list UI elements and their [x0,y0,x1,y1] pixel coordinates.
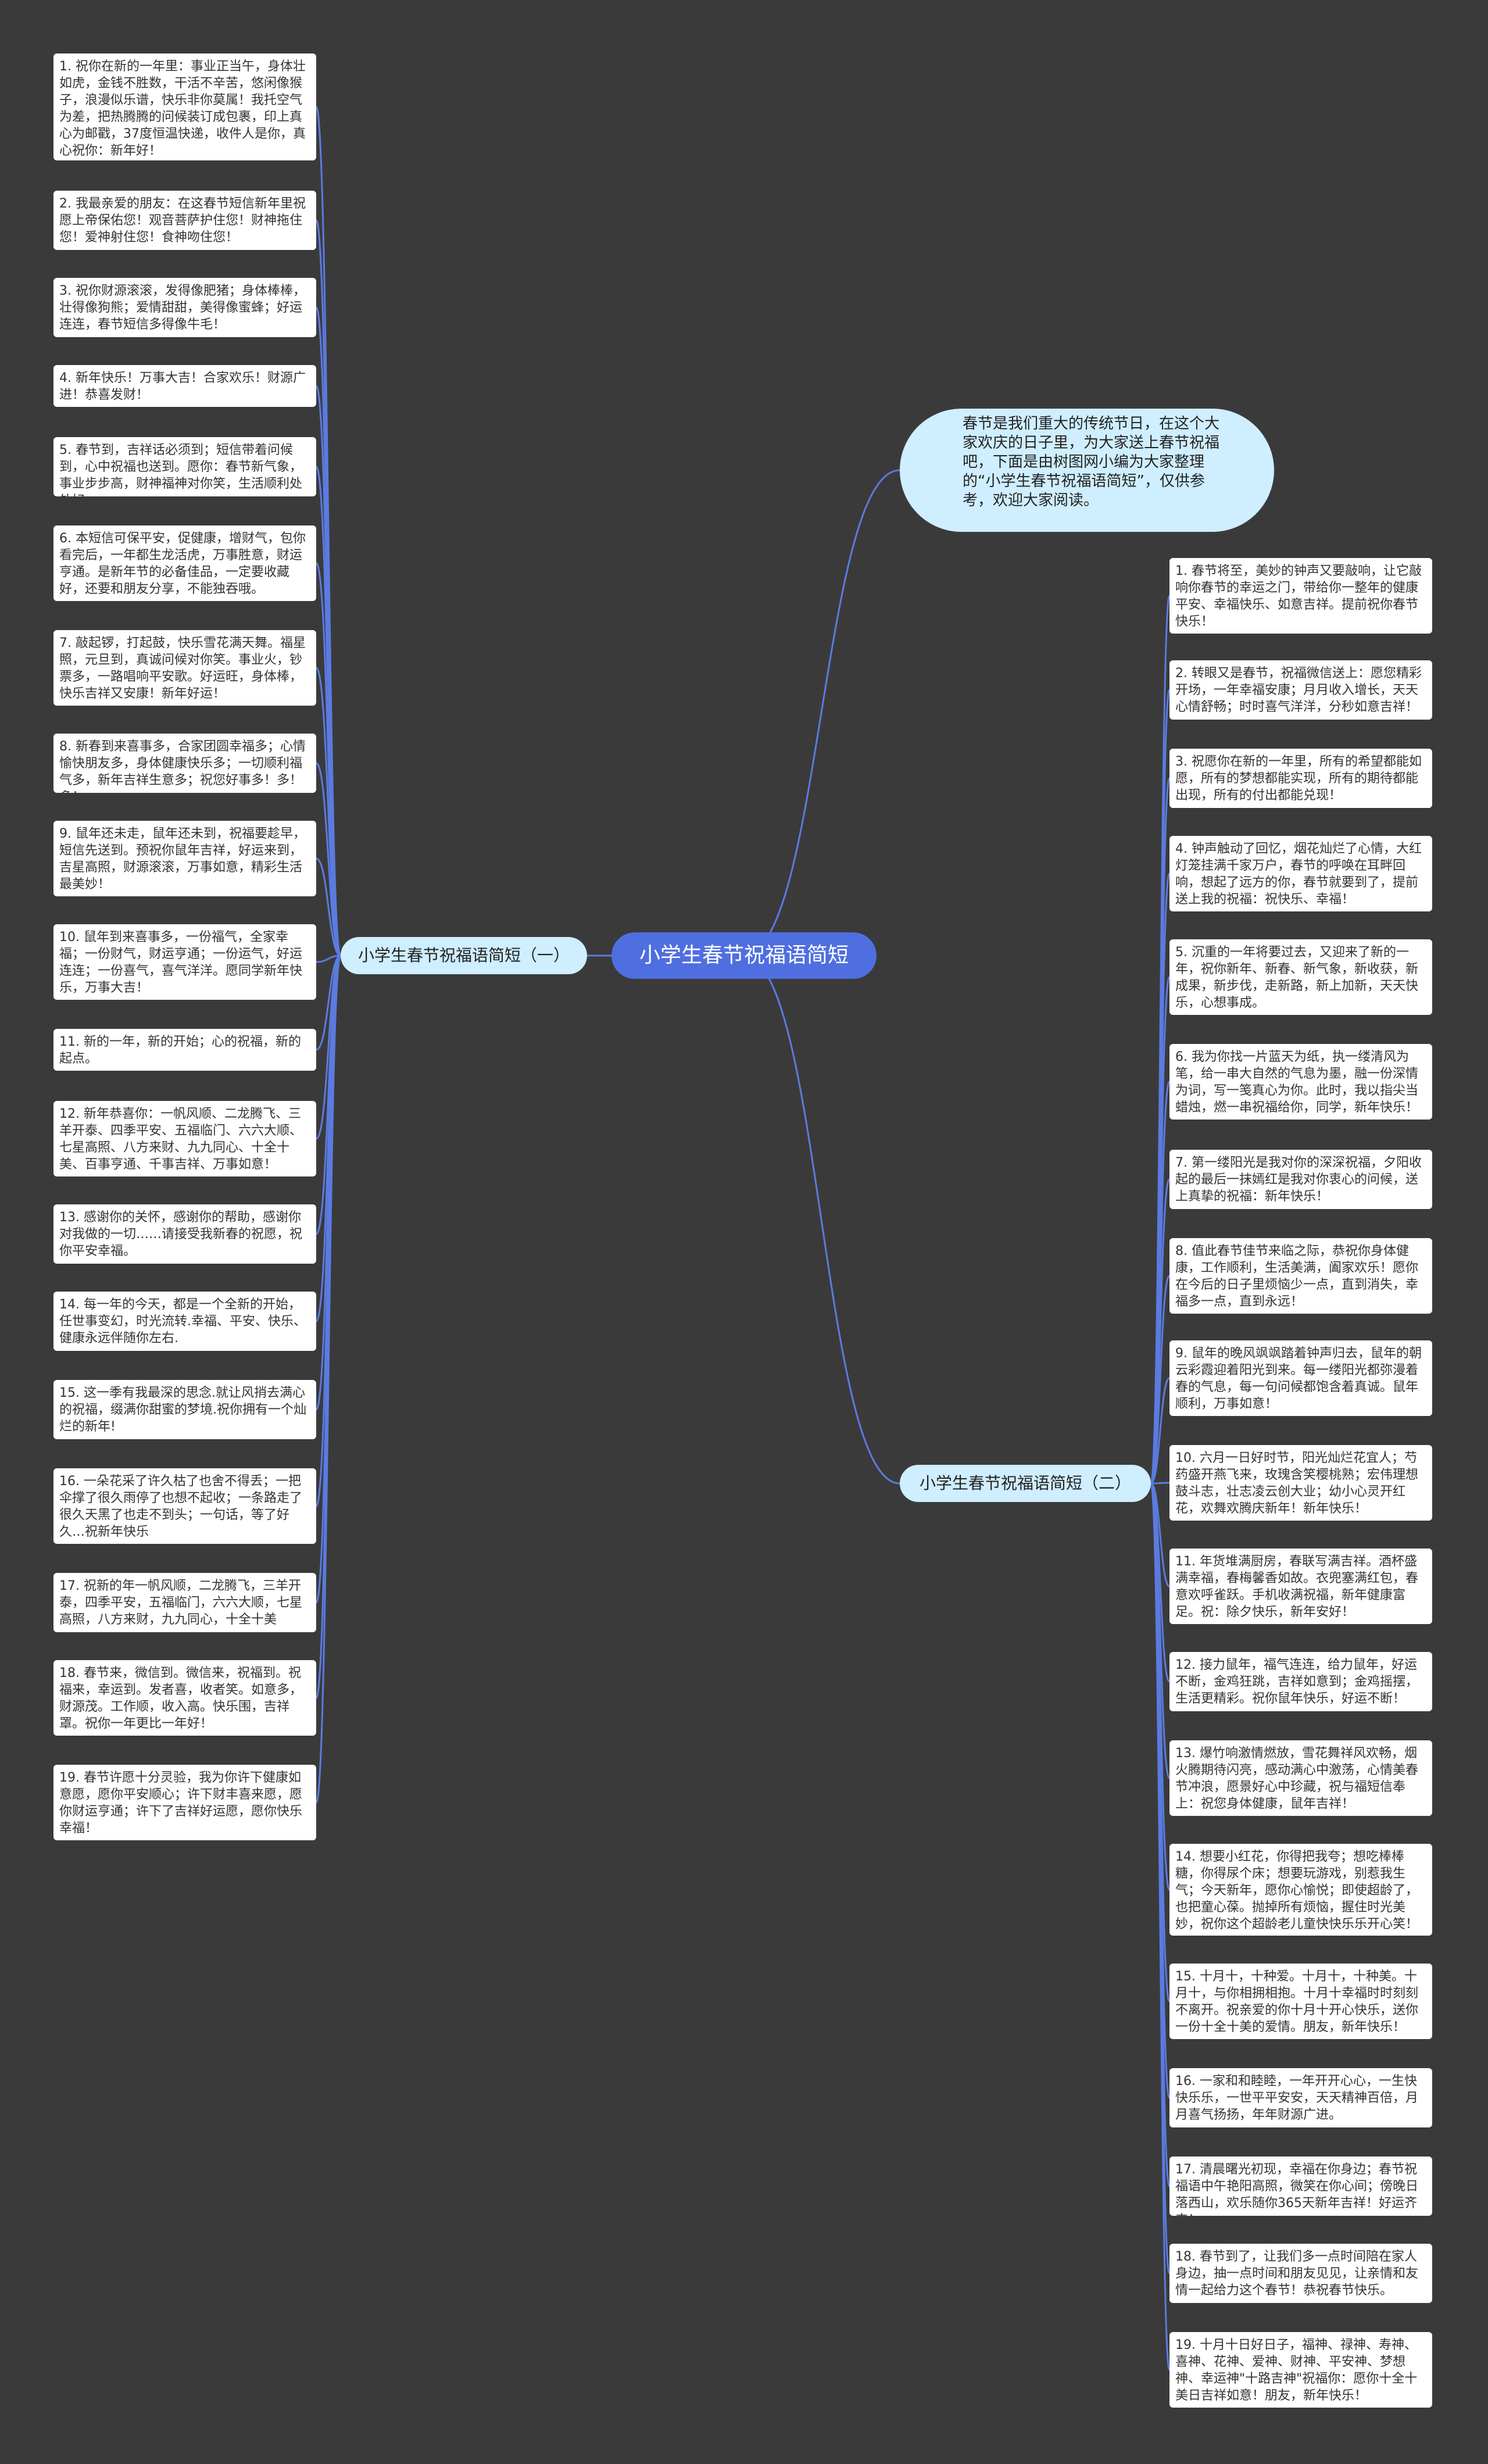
link-left-19 [315,954,342,1804]
branch-topic-two[interactable]: 小学生春节祝福语简短（二） [900,1465,1151,1502]
wish-right-19[interactable]: 19. 十月十日好日子，福神、禄神、寿神、喜神、花神、爱神、财神、平安神、梦想神… [1169,2332,1432,2408]
wish-left-14[interactable]: 14. 每一年的今天，都是一个全新的开始，任世事变幻，时光流转.幸福、平安、快乐… [53,1292,316,1351]
wish-right-9[interactable]: 9. 鼠年的晚风飒飒踏着钟声归去，鼠年的朝云彩霞迎着阳光到来。每一缕阳光都弥漫着… [1169,1340,1432,1416]
wish-right-1[interactable]: 1. 春节将至，美妙的钟声又要敲响，让它敲响你春节的幸运之门，带给你一整年的健康… [1169,558,1432,634]
wish-left-9[interactable]: 9. 鼠年还未走，鼠年还未到，祝福要趁早，短信先送到。预祝你鼠年吉祥，好运来到，… [53,821,316,896]
wish-left-5[interactable]: 5. 春节到，吉祥话必须到；短信带着问候到，心中祝福也送到。愿你：春节新气象，事… [53,437,316,496]
wish-left-18[interactable]: 18. 春节来，微信到。微信来，祝福到。祝福来，幸运到。发者喜，收者笑。如意多，… [53,1660,316,1736]
link-root-branch2 [742,954,900,1485]
wish-right-15[interactable]: 15. 十月十，十种爱。十月十，十种美。十月十，与你相拥相抱。十月十幸福时时刻刻… [1169,1964,1432,2039]
wish-right-7[interactable]: 7. 第一缕阳光是我对你的深深祝福，夕阳收起的最后一抹嫣红是我对你衷心的问候，送… [1169,1150,1432,1209]
wish-left-6[interactable]: 6. 本短信可保平安，促健康，增财气，包你看完后，一年都生龙活虎，万事胜意，财运… [53,525,316,601]
wish-left-15[interactable]: 15. 这一季有我最深的思念.就让风捎去满心的祝福，缀满你甜蜜的梦境.祝你拥有一… [53,1380,316,1439]
wish-left-13[interactable]: 13. 感谢你的关怀，感谢你的帮助，感谢你对我做的一切……请接受我新春的祝愿，祝… [53,1204,316,1264]
link-left-8 [315,762,342,957]
wish-right-3[interactable]: 3. 祝愿你在新的一年里，所有的希望都能如愿，所有的梦想都能实现，所有的期待都能… [1169,749,1432,808]
link-right-19 [1150,1482,1171,2371]
link-left-11 [316,954,341,1051]
link-left-9 [316,857,341,957]
wish-right-6[interactable]: 6. 我为你找一片蓝天为纸，执一缕清风为笔，给一串大自然的气息为墨，融一份深情为… [1169,1044,1432,1120]
wish-right-18[interactable]: 18. 春节到了，让我们多一点时间陪在家人身边，抽一点时间和朋友见见，让亲情和友… [1169,2244,1432,2303]
link-right-8 [1150,1275,1171,1485]
wish-left-10[interactable]: 10. 鼠年到来喜事多，一份福气，全家幸福；一份财气，财运亨通；一份运气，好运连… [53,924,316,1000]
link-left-7 [315,667,342,957]
wish-left-3[interactable]: 3. 祝你财源滚滚，发得像肥猪；身体棒棒，壮得像狗熊；爱情甜甜，美得像蜜蜂；好运… [53,278,316,337]
intro-topic[interactable]: 春节是我们重大的传统节日，在这个大家欢庆的日子里，为大家送上春节祝福吧，下面是由… [900,409,1274,532]
wish-right-8[interactable]: 8. 值此春节佳节来临之际，恭祝你身体健康，工作顺利，生活美满，阖家欢乐！愿你在… [1169,1238,1432,1314]
wish-right-13[interactable]: 13. 爆竹响激情燃放，雪花舞祥风欢畅，烟火腾期待闪亮，感动满心中激荡，心情美春… [1169,1740,1432,1816]
root-topic[interactable]: 小学生春节祝福语简短 [611,932,877,979]
wish-left-4[interactable]: 4. 新年快乐！万事大吉！合家欢乐！财源广进！恭喜发财！ [53,365,316,407]
wish-right-10[interactable]: 10. 六月一日好时节，阳光灿烂花宜人；芍药盛开燕飞来，玫瑰含笑樱桃熟；宏伟理想… [1169,1445,1432,1521]
branch-topic-one[interactable]: 小学生春节祝福语简短（一） [341,937,587,974]
wish-right-12[interactable]: 12. 接力鼠年，福气连连，给力鼠年，好运不断，金鸡狂跳，吉祥如意到；金鸡摇摆，… [1169,1652,1432,1711]
wish-right-11[interactable]: 11. 年货堆满厨房，春联写满吉祥。酒杯盛满幸福，春梅馨香如故。衣兜塞满红包，春… [1169,1549,1432,1624]
wish-right-4[interactable]: 4. 钟声触动了回忆，烟花灿烂了心情，大红灯笼挂满千家万户，春节的呼唤在耳畔回响… [1169,836,1432,911]
link-left-10 [316,954,341,963]
wish-left-1[interactable]: 1. 祝你在新的一年里：事业正当午，身体壮如虎，金钱不胜数，干活不辛苦，悠闲像猴… [53,53,316,160]
wish-right-2[interactable]: 2. 转眼又是春节，祝福微信送上：愿您精彩开场，一年幸福安康；月月收入增长，天天… [1169,660,1432,720]
wish-right-16[interactable]: 16. 一家和和睦睦，一年开开心心，一生快快乐乐，一世平平安安，天天精神百倍，月… [1169,2068,1432,2127]
wish-right-14[interactable]: 14. 想要小红花，你得把我夸；想吃棒棒糖，你得尿个床；想要玩游戏，别惹我生气；… [1169,1844,1432,1936]
wish-left-19[interactable]: 19. 春节许愿十分灵验，我为你许下健康如意愿，愿你平安顺心；许下财丰喜来愿，愿… [53,1765,316,1840]
wish-right-5[interactable]: 5. 沉重的一年将要过去，又迎来了新的一年，祝你新年、新春、新气象，新收获，新成… [1169,939,1432,1015]
link-right-9 [1150,1377,1171,1485]
link-root-intro [742,469,900,957]
wish-left-2[interactable]: 2. 我最亲爱的朋友：在这春节短信新年里祝愿上帝保佑您！观音菩萨护住您！财神拖住… [53,191,316,250]
wish-left-16[interactable]: 16. 一朵花采了许久枯了也舍不得丢；一把伞撑了很久雨停了也想不起收；一条路走了… [53,1468,316,1544]
wish-left-11[interactable]: 11. 新的一年，新的开始；心的祝福，新的起点。 [53,1029,316,1071]
wish-left-17[interactable]: 17. 祝新的年一帆风顺，二龙腾飞，三羊开泰，四季平安，五福临门，六六大顺，七星… [53,1573,316,1632]
wish-left-8[interactable]: 8. 新春到来喜事多，合家团圆幸福多；心情愉快朋友多，身体健康快乐多；一切顺利福… [53,734,316,793]
wish-right-17[interactable]: 17. 清晨曙光初现，幸福在你身边；春节祝福语中午艳阳高照，微笑在你心间；傍晚日… [1169,2157,1432,2216]
wish-left-7[interactable]: 7. 敲起锣，打起鼓，快乐雪花满天舞。福星照，元旦到，真诚问候对你笑。事业火，钞… [53,630,316,706]
wish-left-12[interactable]: 12. 新年恭喜你：一帆风顺、二龙腾飞、三羊开泰、四季平安、五福临门、六六大顺、… [53,1101,316,1176]
